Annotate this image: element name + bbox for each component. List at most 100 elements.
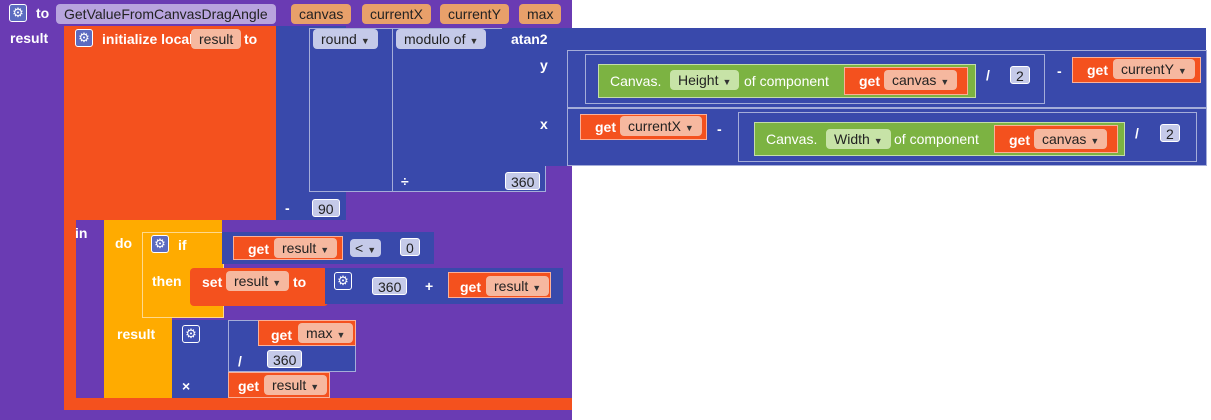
get-result-add-kw: get — [460, 279, 481, 295]
chevron-down-icon: ▼ — [532, 283, 542, 293]
divide-sign: ÷ — [401, 173, 409, 189]
procedure-to-label: to — [36, 5, 50, 21]
get-canvas-width-dropdown[interactable]: canvas▼ — [1034, 129, 1108, 149]
chevron-down-icon: ▼ — [310, 382, 320, 392]
if-gear-icon[interactable]: ⚙ — [151, 235, 169, 253]
set-var-label: result — [234, 273, 269, 289]
get-canvas-width-var: canvas — [1042, 131, 1087, 147]
get-max-var: max — [306, 325, 333, 341]
x-minus-sign: - — [717, 121, 722, 137]
plus-sign: + — [425, 278, 434, 294]
height-prop-label: Height — [678, 72, 719, 88]
get-currentY-kw: get — [1087, 62, 1108, 78]
param-currentX[interactable]: currentX — [362, 4, 431, 24]
init-local-gear-icon[interactable]: ⚙ — [75, 29, 93, 47]
then-label: then — [152, 273, 182, 289]
init-local-bottom — [64, 398, 572, 410]
get-canvas-height-dropdown[interactable]: canvas▼ — [884, 70, 958, 90]
round-dropdown[interactable]: round▼ — [313, 29, 378, 49]
width-prop-label: Width — [834, 131, 870, 147]
compare-op-dropdown[interactable]: <▼ — [350, 239, 382, 257]
param-max[interactable]: max — [519, 4, 562, 24]
chevron-down-icon: ▼ — [367, 245, 377, 255]
get-currentX-var: currentX — [628, 118, 681, 134]
chevron-down-icon: ▼ — [336, 330, 346, 340]
chevron-down-icon: ▼ — [684, 123, 694, 133]
chevron-down-icon: ▼ — [272, 278, 282, 288]
number-2-width[interactable]: 2 — [1160, 124, 1180, 142]
get-canvas-width-kw: get — [1009, 132, 1030, 148]
modulo-dropdown[interactable]: modulo of▼ — [396, 29, 487, 49]
param-currentY[interactable]: currentY — [440, 4, 509, 24]
number-360-divisor[interactable]: 360 — [505, 172, 541, 190]
procedure-result-label: result — [10, 30, 49, 46]
chevron-down-icon: ▼ — [320, 245, 330, 255]
procedure-gear-icon[interactable]: ⚙ — [9, 4, 27, 22]
y-slash: / — [986, 67, 990, 83]
get-canvas-height-var: canvas — [892, 72, 937, 88]
chevron-down-icon: ▼ — [469, 36, 479, 46]
number-360-add[interactable]: 360 — [372, 277, 408, 295]
get-canvas-height-kw: get — [859, 73, 880, 89]
get-result-add-var: result — [494, 278, 529, 294]
in-label: in — [75, 225, 88, 241]
modulo-label: modulo of — [404, 31, 466, 47]
x-slash: / — [1135, 125, 1139, 141]
set-to-label: to — [293, 274, 307, 290]
init-local-to-label: to — [244, 31, 258, 47]
atan2-x-label: x — [540, 116, 548, 132]
chevron-down-icon: ▼ — [1090, 136, 1100, 146]
width-prop-dropdown[interactable]: Width▼ — [826, 129, 891, 149]
set-label: set — [202, 274, 223, 290]
chevron-down-icon: ▼ — [940, 77, 950, 87]
divide-max-slash: / — [238, 353, 242, 369]
chevron-down-icon: ▼ — [873, 136, 883, 146]
atan2-y-label: y — [540, 57, 548, 73]
times-sign: × — [182, 378, 191, 394]
minus-sign: - — [285, 200, 290, 216]
compare-op-label: < — [355, 240, 364, 256]
param-canvas[interactable]: canvas — [291, 4, 352, 24]
get-result-add-dropdown[interactable]: result▼ — [486, 276, 550, 296]
init-local-var-field[interactable]: result — [191, 29, 242, 49]
round-block[interactable] — [309, 28, 393, 192]
set-var-dropdown[interactable]: result▼ — [226, 271, 290, 291]
canvas-width-prefix: Canvas. — [766, 131, 818, 147]
get-currentX-dropdown[interactable]: currentX▼ — [620, 116, 702, 136]
width-of-component-label: of component — [894, 131, 979, 147]
get-result-compare-dropdown[interactable]: result▼ — [274, 238, 338, 258]
round-label: round — [321, 31, 357, 47]
multiply-block[interactable] — [172, 320, 232, 398]
get-result-compare-kw: get — [248, 241, 269, 257]
height-prop-dropdown[interactable]: Height▼ — [670, 70, 740, 90]
get-max-kw: get — [271, 327, 292, 343]
number-2-height[interactable]: 2 — [1010, 66, 1030, 84]
get-result-multiply-dropdown[interactable]: result▼ — [264, 375, 328, 395]
get-result-multiply-var: result — [272, 377, 307, 393]
get-currentX-kw: get — [595, 119, 616, 135]
do-result-label: result — [117, 326, 156, 342]
get-currentY-var: currentY — [1121, 61, 1174, 77]
do-label: do — [115, 235, 133, 251]
init-local-body — [64, 26, 76, 410]
get-currentY-dropdown[interactable]: currentY▼ — [1113, 59, 1195, 79]
number-360-max[interactable]: 360 — [267, 350, 303, 368]
get-result-multiply-kw: get — [238, 378, 259, 394]
atan2-label: atan2 — [511, 31, 548, 47]
get-max-dropdown[interactable]: max▼ — [298, 323, 354, 343]
canvas-height-prefix: Canvas. — [610, 73, 662, 89]
chevron-down-icon: ▼ — [360, 36, 370, 46]
chevron-down-icon: ▼ — [722, 77, 732, 87]
y-minus-sign: - — [1057, 63, 1062, 79]
height-of-component-label: of component — [744, 73, 829, 89]
chevron-down-icon: ▼ — [1177, 66, 1187, 76]
if-label: if — [178, 237, 187, 253]
procedure-name-field[interactable]: GetValueFromCanvasDragAngle — [56, 4, 276, 24]
multiply-gear-icon[interactable]: ⚙ — [182, 325, 200, 343]
add-gear-icon[interactable]: ⚙ — [334, 272, 352, 290]
init-local-label: initialize local — [102, 31, 194, 47]
number-90[interactable]: 90 — [312, 199, 340, 217]
init-local-block[interactable] — [64, 26, 276, 220]
number-0[interactable]: 0 — [400, 238, 420, 256]
get-result-compare-var: result — [282, 240, 317, 256]
